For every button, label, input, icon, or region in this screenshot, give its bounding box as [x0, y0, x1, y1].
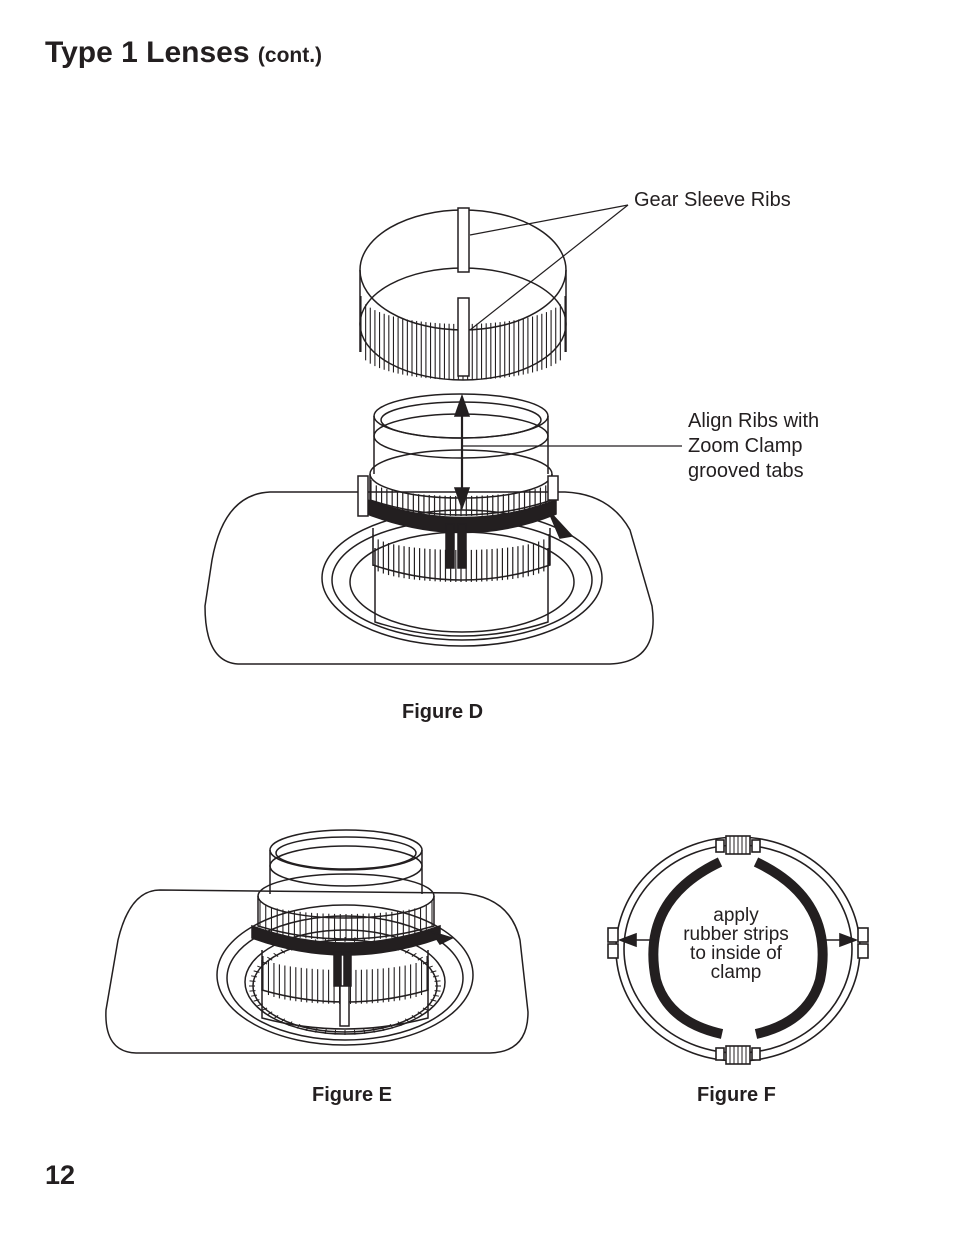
leader-line	[469, 204, 629, 236]
note-line: to inside of	[690, 943, 782, 964]
align-arrow	[453, 393, 471, 511]
grooved-tab	[445, 523, 455, 569]
figure-e-caption: Figure E	[312, 1084, 393, 1106]
note-line: rubber strips	[683, 924, 789, 945]
housing-plate	[105, 889, 529, 1054]
lens-barrel	[261, 960, 429, 1030]
gear-sleeve-rib	[457, 207, 470, 273]
figure-f-caption: Figure F	[697, 1084, 776, 1106]
note-line: apply	[713, 905, 759, 926]
direction-arrow	[617, 932, 859, 948]
page-title: Type 1 Lenses (cont.)	[45, 36, 322, 70]
clamp-side-tab	[607, 927, 619, 943]
lower-gear-ring	[372, 528, 551, 582]
upper-gear-ring	[257, 873, 435, 940]
figure-d-illustration	[204, 204, 682, 665]
zoom-clamp	[361, 496, 557, 534]
figure-d-caption: Figure D	[402, 701, 484, 723]
page-title-suffix: (cont.)	[257, 44, 323, 67]
lens-top	[269, 850, 423, 894]
figure-f-note: apply rubber strips to inside of clamp	[666, 906, 806, 982]
grooved-tab	[333, 951, 342, 987]
callout-line: Align Ribs with	[688, 410, 820, 432]
figure-e-illustration	[105, 829, 529, 1054]
rubber-strip-left	[648, 857, 724, 1039]
callout-align-ribs: Align Ribs with Zoom Clamp grooved tabs	[688, 409, 819, 484]
lens-barrel	[374, 548, 549, 637]
page-number: 12	[45, 1160, 76, 1190]
callout-gear-sleeve-ribs: Gear Sleeve Ribs	[634, 189, 791, 211]
gear-sleeve-rib	[339, 985, 350, 1027]
housing-plate	[204, 491, 654, 665]
callout-line: grooved tabs	[688, 460, 804, 482]
page-title-main: Type 1 Lenses	[45, 36, 250, 69]
port-ring-outer	[216, 904, 474, 1046]
rubber-strip-right	[753, 857, 828, 1039]
lens-top	[373, 416, 549, 474]
note-line: clamp	[710, 962, 762, 983]
callout-line: Zoom Clamp	[688, 435, 803, 457]
figure-f-illustration	[607, 835, 869, 1065]
